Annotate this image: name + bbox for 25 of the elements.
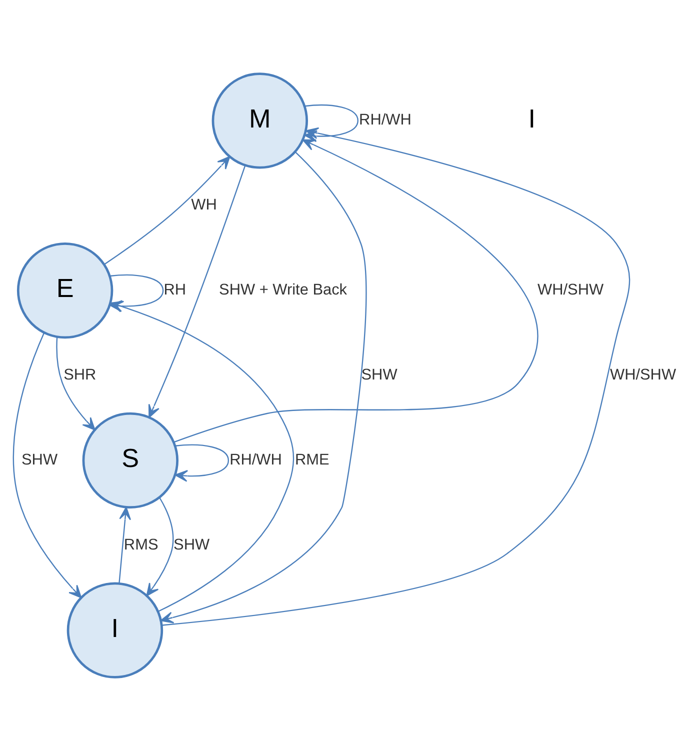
edge-label: SHW [22, 451, 58, 468]
arrow [56, 336, 96, 430]
edge-label: RH/WH [359, 112, 412, 129]
edge-label: RMS [124, 536, 158, 554]
edge-label: SHR [64, 366, 96, 384]
edge-label: RH [164, 282, 186, 299]
arrow [146, 497, 174, 596]
edge-label: SHW [174, 536, 210, 554]
arrow [162, 127, 630, 626]
arrow [12, 332, 82, 598]
arrow [174, 444, 229, 482]
arrow [148, 165, 246, 418]
node-circle: E [16, 242, 114, 339]
edge-label: WH/SHW [538, 282, 604, 299]
edge-label: SHW [361, 366, 398, 384]
edge-label: RME [295, 451, 330, 468]
arrow [174, 139, 538, 443]
edge-label: RH/WH [230, 451, 282, 468]
edge-label: WH/SHW [610, 366, 676, 384]
arrow [160, 152, 367, 624]
arrow [104, 156, 230, 265]
label: I [528, 103, 536, 134]
edge-label: SHW + Write Back [219, 282, 348, 299]
arrow [118, 506, 131, 584]
edge-label: WH [191, 196, 217, 214]
